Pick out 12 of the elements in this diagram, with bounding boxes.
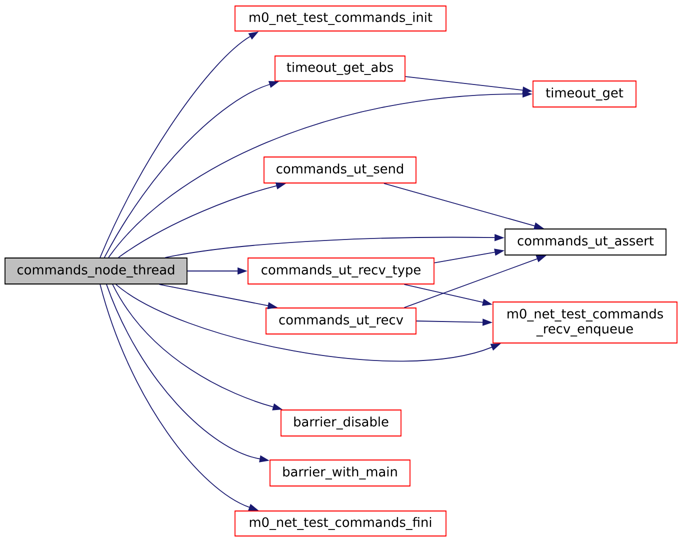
function-box: m0_net_test_commands_init [234,6,446,32]
function-box: commands_ut_recv_type [248,258,434,284]
function-box: m0_net_test_commands_fini [234,510,446,536]
function-box: timeout_get_abs [274,56,406,82]
function-box: barrier_with_main [270,460,410,486]
function-box: commands_ut_send [264,156,416,184]
function-box: barrier_disable [280,410,402,436]
function-box: commands_node_thread [4,258,188,284]
function-box: commands_ut_assert [504,228,666,256]
function-box: timeout_get [532,80,636,108]
function-box: commands_ut_recv [266,308,416,334]
function-box: m0_net_test_commands _recv_enqueue [492,302,678,344]
